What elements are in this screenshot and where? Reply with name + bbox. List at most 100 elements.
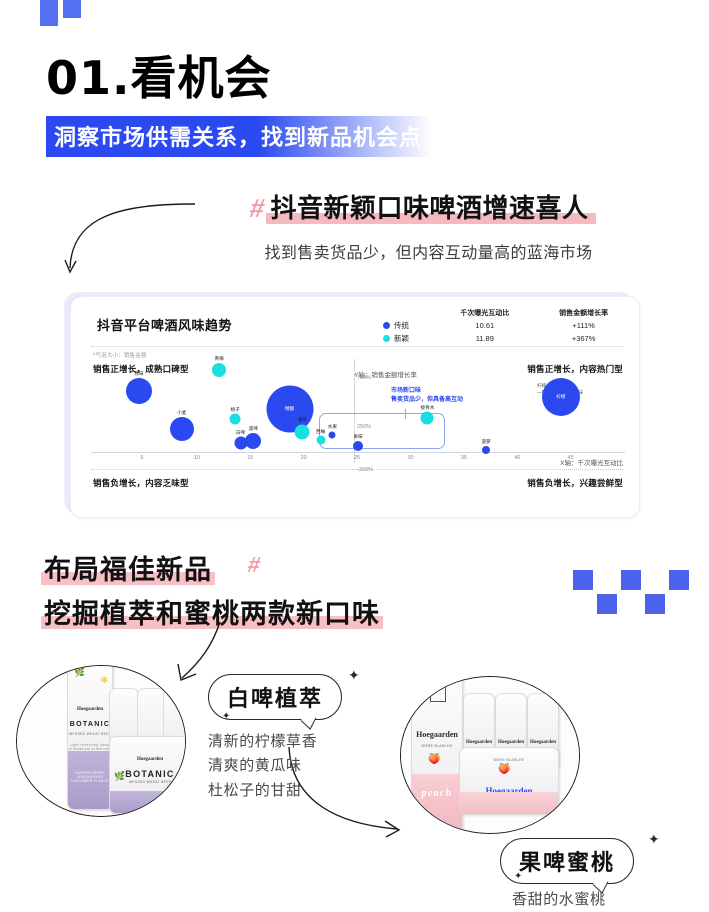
divider-bottom	[91, 469, 623, 470]
chart-bubble-label: 果味	[353, 434, 363, 440]
section1-description: 找到售卖货品少，但内容互动量高的蓝海市场	[264, 245, 593, 262]
x-tick-label: 15	[247, 455, 254, 461]
chart-callout: 市场新口味 售卖货品少，但具备高互动	[391, 387, 463, 405]
x-tick-label: 40	[514, 455, 521, 461]
botanic-cta-label: 白啤植萃	[227, 686, 324, 711]
chart-bubble	[169, 417, 194, 442]
chart-bubble-label: 原味	[134, 370, 144, 376]
x-tick-label: 30	[407, 455, 414, 461]
chart-plot-area: 市场新口味 售卖货品少，但具备高互动 柠檬 一种被多方位触达口味 5101520…	[91, 355, 625, 473]
divider-top	[91, 346, 623, 347]
legend-col-interaction: 千次曝光互动比	[460, 310, 510, 317]
y-axis-line	[354, 359, 355, 463]
deco-square	[669, 570, 689, 590]
page-title: 01.看机会	[46, 51, 272, 105]
callout-line1: 市场新口味	[391, 388, 422, 394]
chart-bubble-label: 白啤	[235, 429, 246, 435]
x-tick-label: 5	[140, 455, 144, 461]
chart-bubble	[482, 445, 491, 454]
sparkle-icon: ✦	[648, 831, 660, 847]
page-subtitle: 洞察市场供需关系，找到新品机会点	[46, 116, 433, 158]
deco-square	[573, 570, 593, 590]
x-tick-label: 45	[567, 455, 574, 461]
section2-heading-block: 布局福佳新品 挖掘植萃和蜜桃两款新口味	[41, 548, 383, 636]
x-tick-label: 25	[354, 455, 361, 461]
can-note: Light refreshing flavor of Botanical und…	[68, 743, 112, 751]
section2-line2: 挖掘植萃和蜜桃两款新口味	[41, 592, 383, 631]
chart-card-wrapper: 抖音平台啤酒风味趋势 千次曝光互动比 销售金额增长率 传统 10.61 +111…	[64, 292, 640, 518]
deco-square	[645, 594, 665, 614]
deco-square	[40, 0, 58, 26]
chart-bubble-label: 接骨木	[420, 404, 435, 410]
legend-growth-traditional: +111%	[572, 321, 595, 330]
botanic-feature-list: 清新的柠檬草香 清爽的黄瓜味 杜松子的甘甜	[208, 730, 317, 803]
legend-col-blank	[383, 307, 435, 319]
y-axis-label: Y轴：销售金额增长率	[354, 372, 417, 379]
x-tick-label: 10	[193, 455, 200, 461]
chart-bubble	[316, 435, 326, 445]
x-axis-line	[91, 452, 625, 453]
chart-bubble	[212, 362, 227, 377]
line1-highlight	[41, 572, 215, 585]
can-word: BOTANIC	[69, 721, 111, 728]
x-axis-label: X轴：千次曝光互动比	[560, 460, 623, 467]
callout-pointer	[405, 409, 406, 419]
chart-bubble	[294, 424, 310, 440]
peach-cta-bubble[interactable]: 果啤蜜桃	[500, 838, 635, 884]
legend-interaction-traditional: 10.61	[475, 321, 495, 330]
bubble-size-note: *气泡大小：销售金额	[93, 353, 147, 359]
quadrant-label-top-right: 销售正增长，内容热门型	[527, 364, 623, 374]
chart-bubble-label: 水果	[327, 424, 337, 430]
chart-bubble	[234, 436, 248, 450]
curved-arrow-peach	[288, 746, 401, 838]
x-tick-label: 20	[300, 455, 307, 461]
decorative-top-squares	[40, 0, 81, 26]
botanic-single-can: 🌿 ✻ Hoegaarden BOTANIC INFUSED WHEAT BEE…	[67, 666, 113, 810]
y-tick-label: 750%	[357, 374, 372, 381]
chart-bubble	[245, 433, 262, 450]
peach-feature-list: 香甜的水蜜桃	[512, 888, 606, 912]
sparkle-icon: ✦	[514, 871, 523, 882]
y-tick-label: -300%	[357, 467, 373, 473]
hash-icon: #	[247, 193, 268, 223]
peach-carton: BIÈRE BLANCHE 🍑 Hoegaarden	[459, 747, 559, 815]
botanic-cta-bubble[interactable]: 白啤植萃	[208, 674, 343, 720]
botanic-feature: 清爽的黄瓜味	[208, 757, 302, 775]
x-tick-label: 35	[460, 455, 467, 461]
chart-bubble-label: 菠萝	[481, 438, 491, 444]
chart-bubble-label: 黑啤	[248, 426, 258, 432]
chart-bubble-label: 葡萄	[297, 417, 308, 423]
highlight-region-box	[319, 413, 445, 449]
line2-highlight	[41, 616, 383, 629]
chart-bubble-label: 青梅	[214, 355, 224, 361]
chart-card: 抖音平台啤酒风味趋势 千次曝光互动比 销售金额增长率 传统 10.61 +111…	[70, 296, 640, 518]
peach-single-can: Hoegaarden BIÈRE BLANCHE 🍑 peach	[411, 677, 463, 833]
can-word: peach	[421, 788, 453, 799]
section1-heading-block: #抖音新颖口味啤酒增速喜人 找到售卖货品少，但内容互动量高的蓝海市场	[247, 188, 597, 263]
chart-legend: 千次曝光互动比 销售金额增长率 传统 10.61 +111% 新颖 11.89 …	[383, 307, 633, 345]
peach-cta-label: 果啤蜜桃	[519, 850, 616, 875]
legend-col-growth: 销售金额增长率	[559, 310, 609, 317]
callout-line2: 售卖货品少，但具备高互动	[391, 397, 464, 403]
legend-label-novel: 新颖	[383, 332, 435, 345]
deco-square	[621, 570, 641, 590]
legend-row: 新颖 11.89 +367%	[383, 332, 633, 345]
chart-bubble-label: 桃子	[230, 406, 240, 412]
deco-square	[597, 594, 617, 614]
botanic-feature: 杜松子的甘甜	[208, 781, 302, 799]
chart-bubble-label: 小麦	[177, 410, 187, 416]
y-tick-label: 250%	[357, 424, 372, 431]
product-image-peach: Hoegaarden BIÈRE BLANCHE 🍑 peach Hoegaar…	[400, 676, 580, 834]
can-subtitle: INFUSED WHEAT BEER	[68, 732, 112, 736]
can-brand: Hoegaarden	[76, 707, 104, 712]
sparkle-icon: ✦	[222, 711, 231, 722]
legend-growth-novel: +367%	[571, 334, 596, 343]
deco-square	[63, 0, 81, 18]
can-band: JUNIPER BERRY LEMONGRASS CUCUMBER FLAVOR	[68, 751, 112, 809]
section2-line1: 布局福佳新品	[41, 548, 215, 587]
section1-title: 抖音新颖口味啤酒增速喜人	[266, 188, 597, 225]
chart-bubble	[229, 413, 241, 425]
chart-bubble-label: 柠檬	[556, 393, 566, 399]
quadrant-label-top-left: 销售正增长，成熟口碑型	[93, 364, 189, 374]
chart-bubble	[126, 377, 153, 404]
